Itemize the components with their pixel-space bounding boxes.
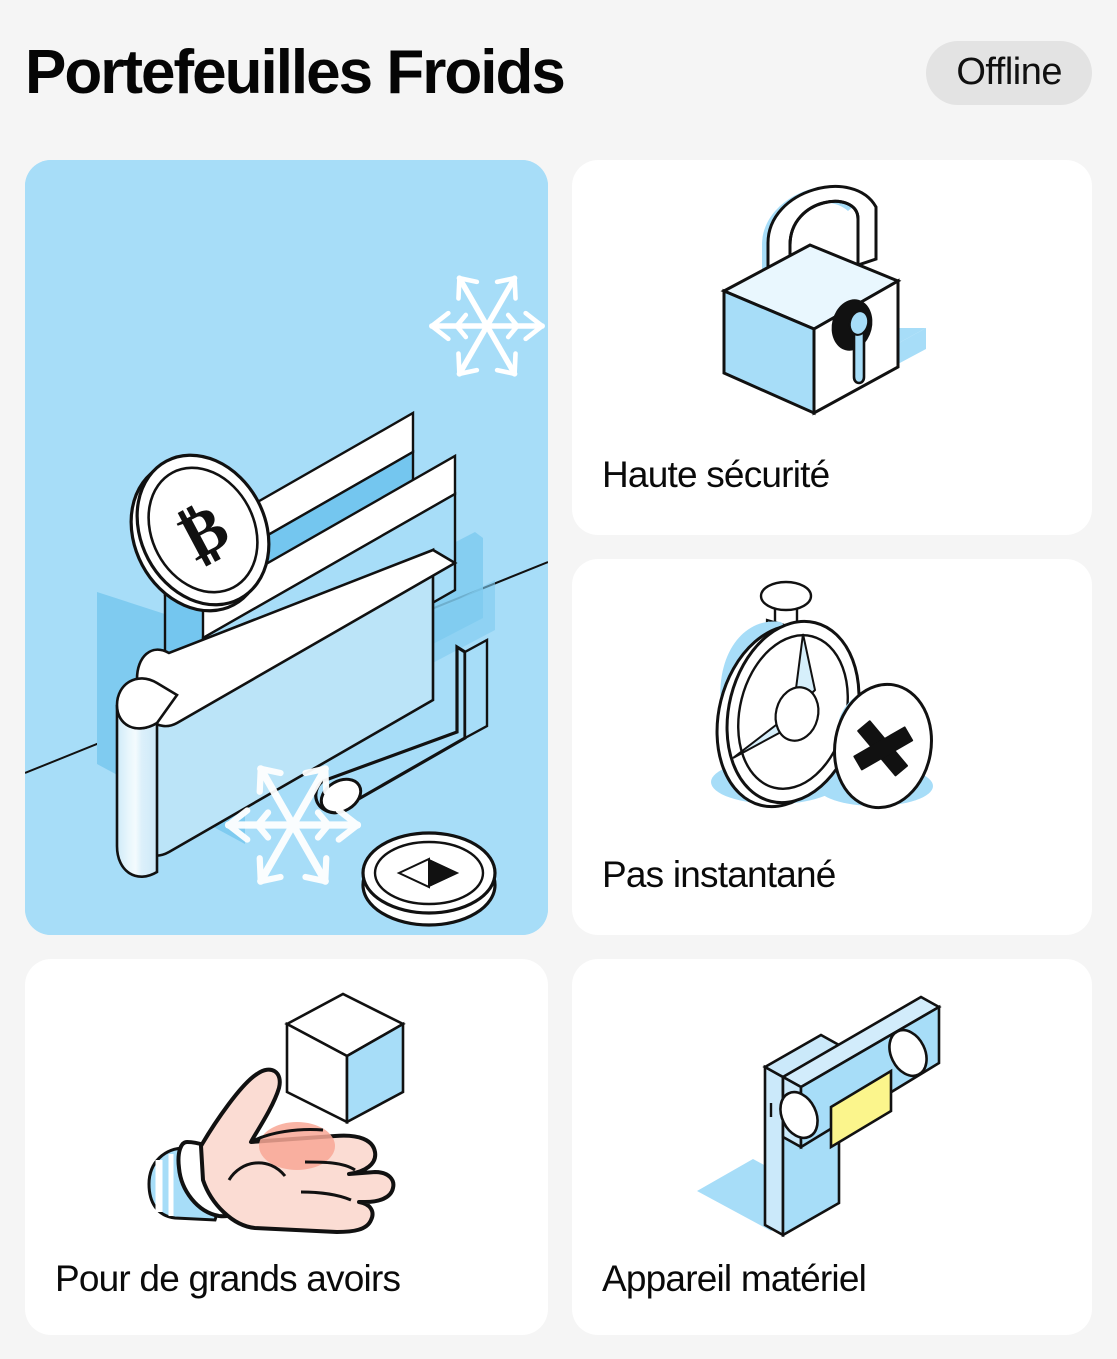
hardware-device-icon (697, 995, 942, 1238)
snowflake-icon (429, 275, 545, 377)
feature-card-label: Pas instantané (602, 854, 836, 895)
feature-card-label: Pour de grands avoirs (55, 1258, 401, 1299)
ethereum-coin-icon (361, 831, 497, 927)
status-badge-offline[interactable]: Offline (926, 41, 1092, 105)
feature-card-hardware-device[interactable]: Appareil matériel (572, 959, 1092, 1335)
feature-card-label: Appareil matériel (602, 1258, 867, 1299)
cards-grid: ₿ (25, 160, 1092, 1335)
feature-card-label: Haute sécurité (602, 454, 830, 495)
hand-holding-cube-icon (146, 992, 406, 1234)
feature-card-large-holdings[interactable]: Pour de grands avoirs (25, 959, 548, 1335)
stopwatch-icon (711, 580, 933, 809)
padlock-icon (720, 184, 926, 416)
page-title: Portefeuilles Froids (25, 38, 566, 107)
card-art-area (572, 160, 1092, 435)
card-art-area (25, 965, 548, 1250)
feature-card-high-security[interactable]: Haute sécurité (572, 160, 1092, 535)
card-art-area (572, 965, 1092, 1250)
bitcoin-coin-icon: ₿ (129, 453, 271, 613)
wallet-icon: ₿ (25, 160, 548, 935)
cube-icon (283, 992, 406, 1125)
card-art-area (572, 559, 1092, 834)
page-header: Portefeuilles Froids Offline (25, 18, 1092, 128)
snowflake-icon (224, 765, 362, 885)
hero-card-cold-wallet[interactable]: ₿ (25, 160, 548, 935)
feature-card-not-instant[interactable]: Pas instantané (572, 559, 1092, 935)
